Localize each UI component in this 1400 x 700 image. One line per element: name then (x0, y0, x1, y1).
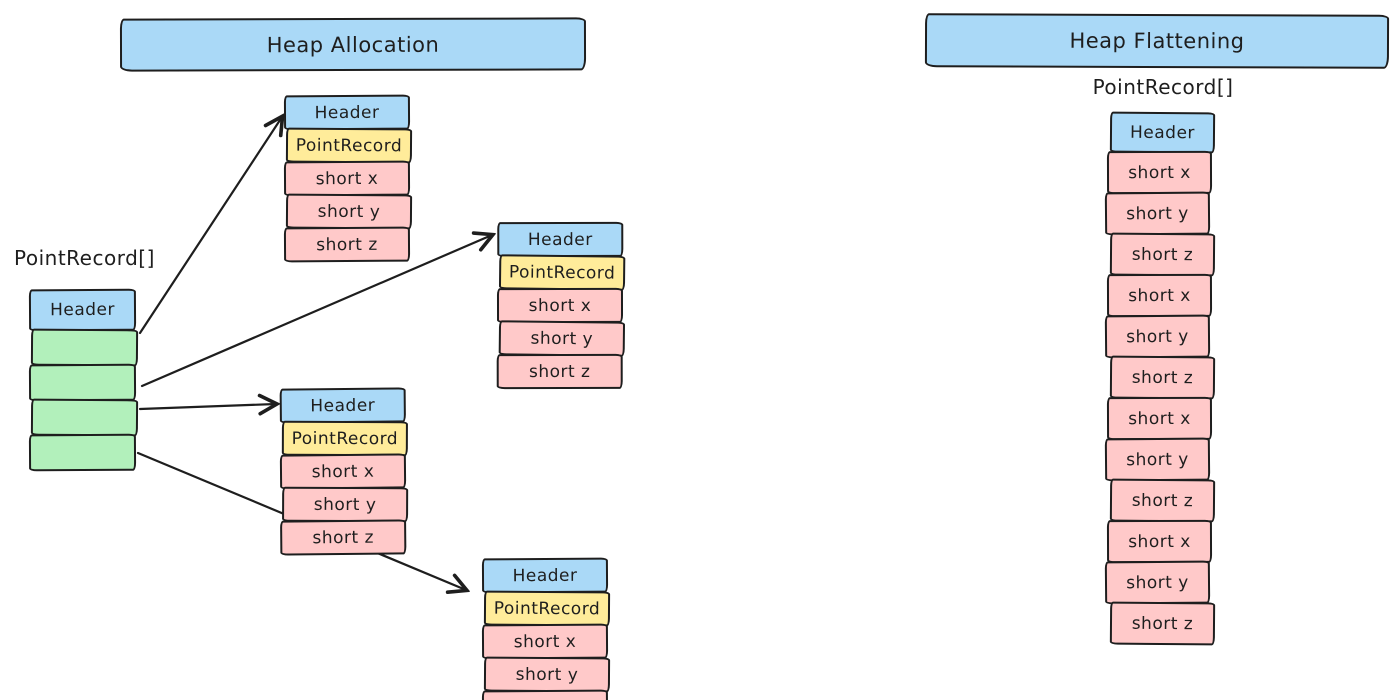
record-row: short z (280, 519, 407, 556)
array-slot: Header (28, 288, 137, 332)
array-slot (28, 433, 137, 472)
record-row: short z (496, 353, 623, 390)
record-row: short x (481, 623, 609, 660)
flat-row: short x (1106, 519, 1213, 564)
record-row: short y (483, 656, 611, 693)
record-row: Header (283, 94, 411, 131)
pointrecord-array-label-right: PointRecord[] (1092, 75, 1234, 99)
heap-allocation-title: Heap Allocation (119, 17, 587, 72)
array-slot (30, 398, 139, 437)
flat-row: short y (1104, 437, 1211, 482)
flat-row: short z (1109, 478, 1216, 523)
record-row: short x (496, 287, 624, 324)
record-row: PointRecord (483, 590, 611, 627)
arrow-slot2-to-record2 (140, 235, 492, 388)
flat-row: short z (1109, 601, 1216, 646)
flat-row: short y (1104, 560, 1211, 605)
flat-row: short x (1106, 150, 1213, 195)
record-row: short z (283, 226, 411, 263)
heap-flattening-title: Heap Flattening (924, 13, 1390, 69)
array-slot (30, 328, 139, 367)
pointrecord-array: Header (28, 288, 139, 472)
flat-row: short z (1109, 232, 1216, 277)
flat-row: short y (1104, 314, 1211, 359)
flat-row: short z (1109, 355, 1216, 400)
flat-row: short y (1104, 191, 1211, 236)
flat-row: Header (1109, 111, 1216, 154)
flat-row: short x (1106, 396, 1213, 441)
record-row: short x (279, 453, 407, 490)
arrow-slot1-to-record1 (138, 117, 282, 335)
record-row: PointRecord (498, 254, 626, 291)
record-row: PointRecord (281, 420, 408, 457)
record-row: short z (481, 689, 609, 700)
record-row: Header (497, 221, 624, 258)
flat-row: short x (1106, 273, 1213, 318)
record-row: short y (285, 193, 413, 230)
record-row: short y (498, 320, 626, 357)
record-row: short x (283, 160, 411, 197)
record-row: short y (282, 486, 409, 523)
pointrecord-array-label-left: PointRecord[] (14, 246, 155, 270)
record-row: PointRecord (285, 127, 413, 164)
record-row: Header (481, 557, 609, 594)
record-row: Header (279, 387, 406, 424)
arrow-slot3-to-record3 (138, 404, 276, 409)
array-slot (28, 363, 137, 402)
